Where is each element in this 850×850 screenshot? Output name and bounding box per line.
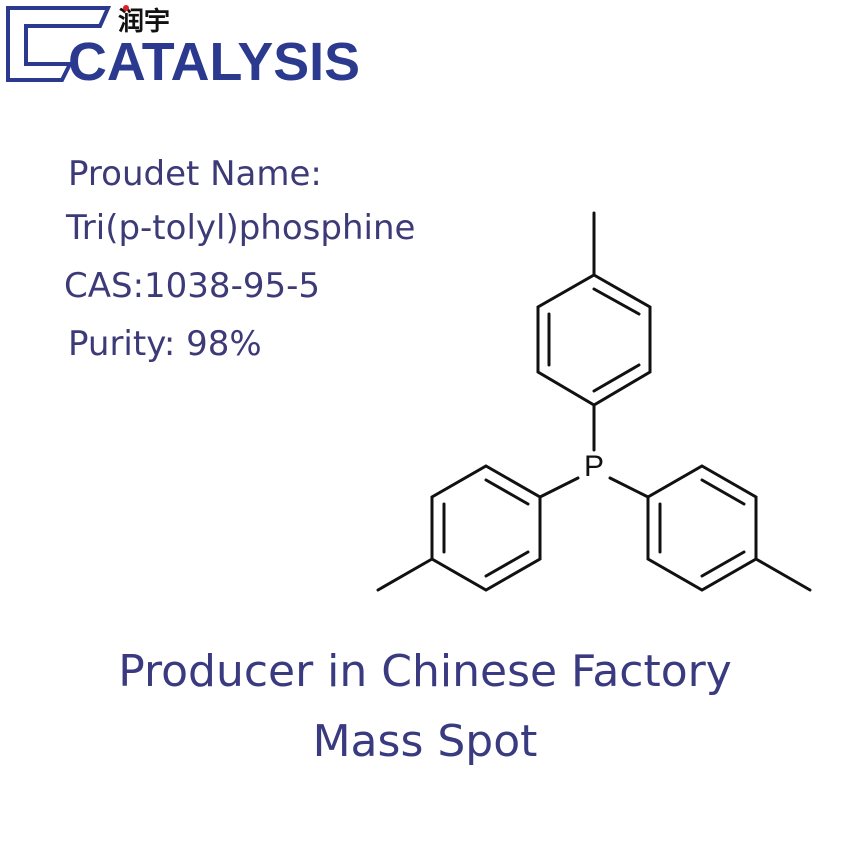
catalysis-logo: 润宇 CATALYSIS	[6, 5, 360, 90]
phosphorus-atom-label: P	[584, 450, 604, 483]
tagline-line2: Mass Spot	[312, 716, 538, 767]
purity: Purity: 98%	[68, 324, 262, 364]
svg-text:CATALYSIS: CATALYSIS	[68, 32, 360, 90]
tagline-line1: Producer in Chinese Factory	[118, 646, 732, 697]
product-name: Tri(p-tolyl)phosphine	[66, 208, 416, 248]
product-name-label: Proudet Name:	[68, 154, 322, 194]
cas-number: CAS:1038-95-5	[64, 266, 320, 306]
svg-text:润宇: 润宇	[118, 6, 170, 36]
